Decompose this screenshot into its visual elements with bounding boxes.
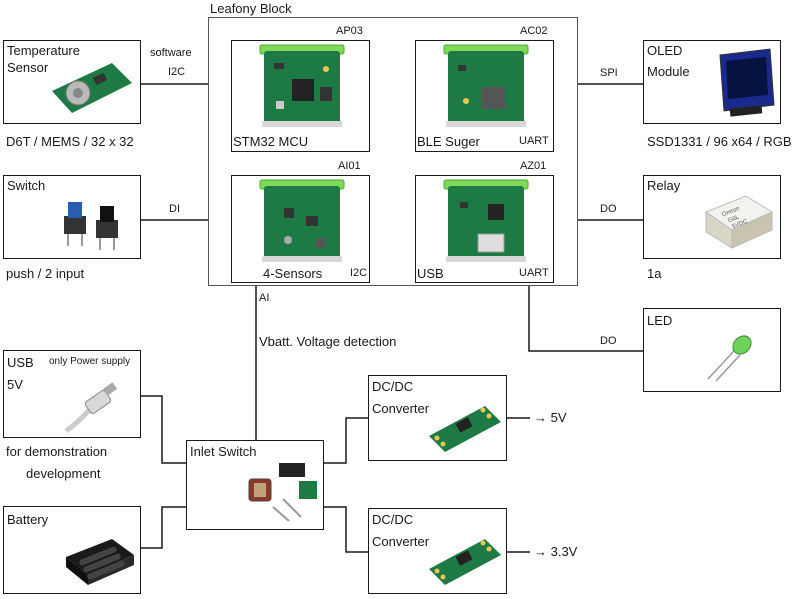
relay-connection-label: DO xyxy=(600,203,617,215)
usb-label-line2: 5V xyxy=(7,377,23,392)
temperature-caption: D6T / MEMS / 32 x 32 xyxy=(6,134,134,149)
module-code: AC02 xyxy=(520,25,548,37)
usb-board-icon xyxy=(443,179,529,262)
push-switch-icon xyxy=(64,202,118,250)
led-box: LED xyxy=(643,308,781,392)
led-icon xyxy=(707,335,752,382)
inlet-switch-box: Inlet Switch xyxy=(186,440,324,530)
switch-box: Switch xyxy=(3,175,141,259)
module-code: AI01 xyxy=(338,160,361,172)
module-ai01: AI01 xyxy=(231,160,370,283)
ble-board-icon xyxy=(443,44,529,127)
temp-connection-line1: software xyxy=(150,47,192,59)
module-code: AZ01 xyxy=(520,160,547,172)
temperature-sensor-icon xyxy=(52,63,132,113)
oled-box: OLED Module xyxy=(643,40,781,124)
module-name: 4-Sensors xyxy=(263,266,323,281)
module-interface: UART xyxy=(519,135,549,147)
switch-caption: push / 2 input xyxy=(6,266,85,281)
ai-connection-label: AI xyxy=(259,292,270,304)
dcdc2-label-line1: DC/DC xyxy=(372,512,414,527)
dcdc-board-icon xyxy=(429,406,501,452)
oled-label-line1: OLED xyxy=(647,43,683,58)
switch-label: Switch xyxy=(7,178,46,193)
relay-label: Relay xyxy=(647,178,681,193)
temperature-label-line1: Temperature xyxy=(7,43,80,58)
dcdc-converter-5v: DC/DC Converter xyxy=(368,375,507,461)
usb-power-box: USB 5V only Power supply xyxy=(3,350,141,438)
inlet-switch-icon xyxy=(248,463,317,522)
temp-connection-line2: I2C xyxy=(168,66,186,78)
dcdc1-output: → 5V xyxy=(534,410,567,425)
oled-label-line2: Module xyxy=(647,64,690,79)
relay-icon: Omron G6L 5VDC xyxy=(704,195,774,249)
temperature-sensor-box: Temperature Sensor xyxy=(3,40,141,124)
oled-caption: SSD1331 / 96 x64 / RGB xyxy=(647,134,792,149)
module-name: STM32 MCU xyxy=(233,134,309,149)
battery-label: Battery xyxy=(7,512,49,527)
temperature-label-line2: Sensor xyxy=(7,60,49,75)
led-label: LED xyxy=(647,313,673,328)
relay-stamp-3: 5VDC xyxy=(731,219,749,231)
usb-cable-icon xyxy=(64,382,118,434)
dcdc1-label-line1: DC/DC xyxy=(372,379,414,394)
inlet-label: Inlet Switch xyxy=(190,444,257,459)
module-name: USB xyxy=(417,266,444,281)
dcdc2-output: → 3.3V xyxy=(534,544,578,559)
usb-note: only Power supply xyxy=(49,356,131,367)
leafony-title: Leafony Block xyxy=(210,1,292,16)
vbatt-detection-label: Vbatt. Voltage detection xyxy=(259,334,397,349)
relay-stamp-2: G6L xyxy=(727,214,740,224)
module-name: BLE Suger xyxy=(417,134,480,149)
stm32-board-icon xyxy=(259,44,345,127)
led-connection-label: DO xyxy=(600,335,617,347)
dcdc-converter-3v3: DC/DC Converter xyxy=(368,508,507,594)
module-interface: I2C xyxy=(350,267,368,279)
dcdc-board-icon xyxy=(429,539,501,585)
usb-label-line1: USB xyxy=(7,355,34,370)
oled-module-icon xyxy=(719,48,775,117)
module-interface: UART xyxy=(519,267,549,279)
usb-caption-line1: for demonstration xyxy=(6,444,108,459)
switch-connection-label: DI xyxy=(169,203,180,215)
relay-caption: 1a xyxy=(647,266,662,281)
sensor-board-icon xyxy=(259,179,345,262)
usb-caption-line2: development xyxy=(26,466,101,481)
dcdc2-label-line2: Converter xyxy=(372,534,430,549)
module-ac02: AC02 xyxy=(415,25,554,152)
battery-holder-icon xyxy=(66,539,134,585)
relay-box: Relay Omron G6L 5VDC xyxy=(643,175,781,259)
module-az01: AZ01 xyxy=(415,160,554,283)
dcdc1-label-line2: Converter xyxy=(372,401,430,416)
module-code: AP03 xyxy=(336,25,363,37)
battery-box: Battery xyxy=(3,506,141,594)
oled-connection-label: SPI xyxy=(600,67,618,79)
module-ap03: AP03 xyxy=(231,25,370,152)
